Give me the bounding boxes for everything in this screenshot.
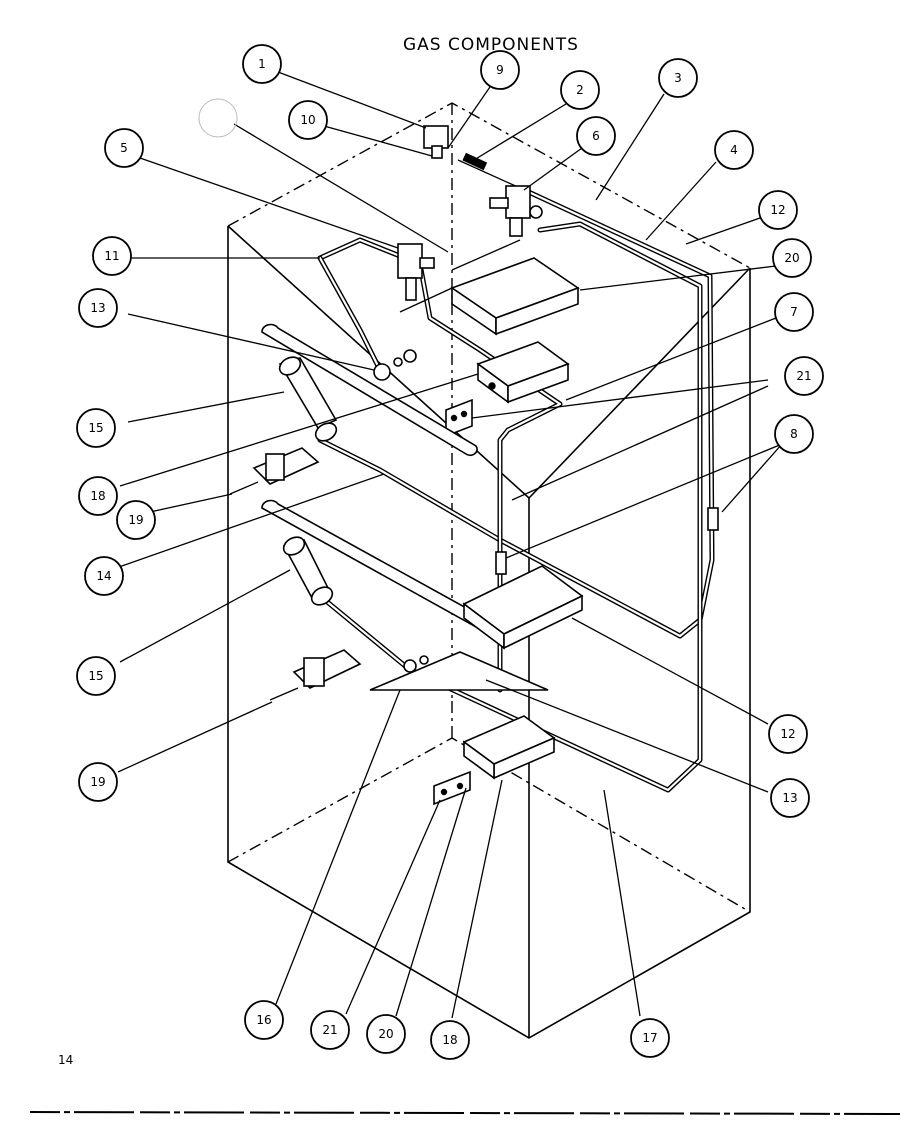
callout-13-bottom: 13 [770, 778, 810, 818]
thermostat-valve-upper [423, 125, 488, 171]
callout-1: 1 [242, 44, 282, 84]
svg-text:17: 17 [642, 1031, 657, 1045]
svg-text:20: 20 [378, 1027, 393, 1041]
burner-box-lower [462, 565, 584, 650]
tube-clip-left [495, 551, 507, 575]
svg-text:9: 9 [496, 63, 504, 77]
gas-valve-middle [397, 243, 435, 301]
svg-text:12: 12 [780, 727, 795, 741]
callout-18-bottom: 18 [430, 1020, 470, 1060]
burner-assembly-lower [261, 499, 490, 631]
callout-20-bottom: 20 [366, 1014, 406, 1054]
orifice-fitting-upper [373, 349, 417, 381]
svg-text:10: 10 [300, 113, 315, 127]
callout-18-top: 18 [78, 476, 118, 516]
svg-text:12: 12 [770, 203, 785, 217]
page-number: 14 [58, 1053, 73, 1067]
svg-text:16: 16 [256, 1013, 271, 1027]
callout-4: 4 [714, 130, 754, 170]
svg-text:13: 13 [90, 301, 105, 315]
callout-12-top: 12 [758, 190, 798, 230]
svg-text:18: 18 [442, 1033, 457, 1047]
callout-11: 11 [92, 236, 132, 276]
callout-8: 8 [774, 414, 814, 454]
svg-text:15: 15 [88, 669, 103, 683]
callout-3: 3 [658, 58, 698, 98]
triangle-bracket [369, 651, 549, 691]
svg-text:4: 4 [730, 143, 738, 157]
svg-text:6: 6 [592, 129, 600, 143]
callout-20-top: 20 [772, 238, 812, 278]
igniter-lower [269, 649, 362, 701]
svg-text:7: 7 [790, 305, 798, 319]
callout-12-bottom: 12 [768, 714, 808, 754]
svg-text:18: 18 [90, 489, 105, 503]
svg-text:2: 2 [576, 83, 584, 97]
callout-21-top: 21 [784, 356, 824, 396]
callout-15-bottom: 15 [76, 656, 116, 696]
upper-mounting-plate [445, 398, 473, 438]
leader-lines [115, 71, 783, 1019]
callout-21-bottom: 21 [310, 1010, 350, 1050]
callout-19-bottom: 19 [78, 762, 118, 802]
upper-bracket [476, 341, 570, 404]
svg-text:5: 5 [120, 141, 128, 155]
lower-mounting-plate [433, 770, 471, 806]
tube-clip-right [707, 507, 719, 531]
callout-10: 10 [288, 100, 328, 140]
callout-2: 2 [560, 70, 600, 110]
igniter-upper [229, 447, 320, 495]
callout-13-top: 13 [78, 288, 118, 328]
svg-text:8: 8 [790, 427, 798, 441]
callout-7: 7 [774, 292, 814, 332]
svg-text:11: 11 [104, 249, 119, 263]
callout-16: 16 [244, 1000, 284, 1040]
diagram-title: GAS COMPONENTS [403, 35, 579, 55]
callout-9: 9 [480, 50, 520, 90]
callout-15-top: 15 [76, 408, 116, 448]
svg-text:19: 19 [90, 775, 105, 789]
gas-valve-upper [489, 185, 543, 237]
svg-text:13: 13 [782, 791, 797, 805]
callout-19-top: 19 [116, 500, 156, 540]
lower-bracket [462, 715, 556, 780]
faded-callout-bubble [198, 98, 238, 138]
svg-text:19: 19 [128, 513, 143, 527]
callout-14: 14 [84, 556, 124, 596]
scan-edge-artifact [29, 1111, 901, 1115]
callout-bubbles: 1 9 2 3 10 6 5 4 12 11 20 13 7 21 15 8 1… [76, 44, 824, 1060]
burner-box-upper [450, 257, 580, 336]
svg-text:21: 21 [322, 1023, 337, 1037]
svg-text:14: 14 [96, 569, 111, 583]
svg-text:21: 21 [796, 369, 811, 383]
svg-text:1: 1 [258, 57, 266, 71]
callout-6: 6 [576, 116, 616, 156]
svg-text:20: 20 [784, 251, 799, 265]
gas-tubing [317, 159, 715, 793]
svg-text:3: 3 [674, 71, 682, 85]
callout-17: 17 [630, 1018, 670, 1058]
svg-text:15: 15 [88, 421, 103, 435]
callout-5: 5 [104, 128, 144, 168]
